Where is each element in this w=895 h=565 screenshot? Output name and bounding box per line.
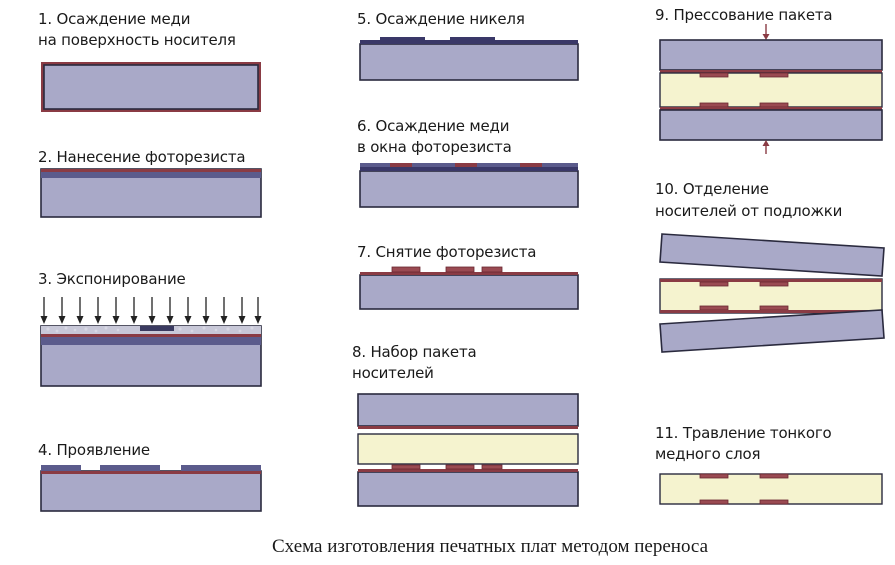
step-6-drawing [359, 163, 579, 208]
step-9-trace-top-1 [699, 72, 729, 78]
step-11-laminate [659, 473, 883, 505]
step-3-drawing [40, 297, 262, 387]
step-7-drawing [359, 266, 579, 310]
step-7-copper-layer [360, 272, 578, 275]
step-6-copper-2 [455, 163, 477, 167]
step-10-bottom-carrier [659, 309, 885, 353]
step-9-top-copper [660, 70, 882, 73]
step-9-trace-top-2 [759, 72, 789, 78]
step-3-photoresist [41, 337, 261, 345]
step-9-top-carrier [659, 39, 883, 71]
step-9-bottom-carrier [659, 109, 883, 141]
step-7-trace-1 [391, 266, 421, 273]
step-10-label-line2: носителей от подложки [655, 202, 843, 220]
step-6-label-line1: 6. Осаждение меди [357, 117, 510, 135]
step-4-drawing [40, 465, 262, 512]
step-9-trace-bottom-1 [699, 102, 729, 108]
step-1-label-line1: 1. Осаждение меди [38, 10, 191, 28]
step-10-label-line1: 10. Отделение [655, 180, 769, 198]
step-8-label-line1: 8. Набор пакета [352, 343, 477, 361]
step-11-label-line2: медного слоя [655, 445, 761, 463]
step-7-carrier [359, 274, 579, 310]
step-2-copper-layer [41, 169, 261, 172]
step-1-label-line2: на поверхность носителя [38, 31, 236, 49]
step-11-trace-bottom-1 [699, 499, 729, 505]
step-2-label: 2. Нанесение фоторезиста [38, 148, 246, 166]
step-8-trace-2 [445, 464, 475, 470]
step-9-laminate [659, 72, 883, 108]
step-8-top-copper [358, 426, 578, 429]
step-3-mask-dark [140, 326, 174, 331]
step-8-top-carrier [357, 393, 579, 427]
step-7-trace-2 [445, 266, 475, 273]
step-11-trace-bottom-2 [759, 499, 789, 505]
step-4-copper-layer [41, 471, 261, 474]
figure-caption: Схема изготовления печатных плат методом… [272, 536, 709, 557]
step-10-trace-bottom-2 [759, 305, 789, 311]
step-5-drawing [359, 37, 579, 81]
step-10-drawing [659, 233, 885, 353]
step-10-top-copper [660, 279, 882, 282]
step-9-trace-bottom-2 [759, 102, 789, 108]
step-6-nickel-layer [360, 167, 578, 171]
step-4-resist-2 [100, 465, 160, 471]
step-5-nickel-bump-1 [380, 37, 425, 40]
step-6-copper-3 [520, 163, 542, 167]
step-4-resist-3 [181, 465, 261, 471]
step-7-trace-3 [481, 266, 503, 273]
step-5-carrier [359, 43, 579, 81]
step-3-label: 3. Экспонирование [38, 270, 186, 288]
step-9-label: 9. Прессование пакета [655, 6, 833, 24]
step-10-bottom-copper [660, 310, 882, 313]
step-4-label: 4. Проявление [38, 441, 150, 459]
step-8-trace-3 [481, 464, 503, 470]
step-8-laminate [357, 433, 579, 465]
step-10-top-carrier [659, 233, 885, 277]
step-3-uv-arrows [40, 297, 262, 324]
step-10-trace-top-2 [759, 281, 789, 287]
step-4-carrier [40, 470, 262, 512]
step-8-trace-1 [391, 464, 421, 470]
step-11-label-line1: 11. Травление тонкого [655, 424, 832, 442]
step-6-carrier [359, 170, 579, 208]
step-11-trace-top-2 [759, 473, 789, 479]
step-10-trace-top-1 [699, 281, 729, 287]
step-7-label: 7. Снятие фоторезиста [357, 243, 537, 261]
step-10-trace-bottom-1 [699, 305, 729, 311]
step-2-drawing [40, 168, 262, 218]
step-4-resist-1 [41, 465, 81, 471]
step-5-label: 5. Осаждение никеля [357, 10, 525, 28]
step-8-bottom-carrier [357, 471, 579, 507]
step-6-label-line2: в окна фоторезиста [357, 138, 512, 156]
step-5-nickel-bump-2 [450, 37, 495, 40]
step-8-label-line2: носителей [352, 364, 434, 382]
step-8-drawing [357, 393, 579, 507]
step-5-nickel-layer [360, 40, 578, 44]
step-6-copper-1 [390, 163, 412, 167]
step-11-drawing [659, 473, 883, 505]
step-8-bottom-copper [358, 469, 578, 472]
step-9-bottom-copper [660, 107, 882, 110]
step-3-copper-layer [41, 334, 261, 337]
step-9-drawing [659, 24, 883, 154]
step-1-carrier [43, 64, 259, 110]
step-2-photoresist [41, 172, 261, 178]
step-1-drawing [41, 62, 261, 112]
step-11-trace-top-1 [699, 473, 729, 479]
